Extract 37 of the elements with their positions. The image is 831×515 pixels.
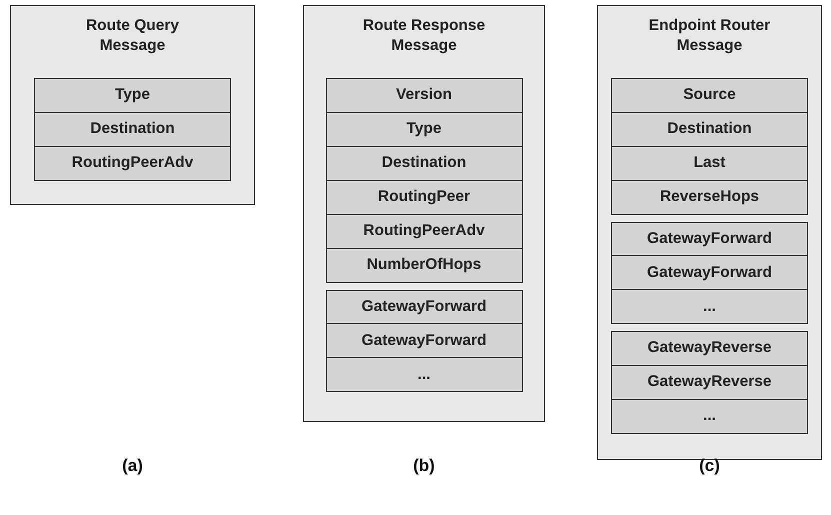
message-panel	[597, 5, 822, 460]
field-name: RoutingPeer	[378, 188, 470, 206]
field-name: RoutingPeerAdv	[363, 222, 485, 240]
field-name: ...	[703, 407, 716, 425]
panel-title: Route Query Message	[84, 16, 180, 56]
field-name: Destination	[667, 120, 752, 138]
field-group	[611, 78, 808, 214]
field-name: ReverseHops	[660, 188, 760, 206]
field-name: GatewayForward	[362, 332, 486, 350]
field-name: Source	[683, 86, 736, 104]
panel-caption: (c)	[698, 456, 721, 476]
field-group	[34, 78, 231, 180]
field-name: Type	[406, 120, 442, 138]
field-name: GatewayForward	[647, 264, 772, 282]
field-name: Last	[694, 154, 726, 172]
field-group	[611, 331, 808, 434]
field-name: GatewayForward	[647, 230, 772, 248]
message-panel	[303, 5, 545, 422]
field-name: GatewayReverse	[647, 339, 772, 358]
field-name: ...	[418, 366, 430, 384]
panel-title: Route Response Message	[362, 16, 486, 56]
panel-caption: (a)	[121, 456, 144, 476]
field-name: NumberOfHops	[366, 256, 482, 274]
field-name: Destination	[90, 120, 175, 138]
field-name: Destination	[382, 154, 466, 172]
field-name: ...	[703, 298, 716, 316]
field-group	[611, 222, 808, 324]
field-name: GatewayReverse	[647, 373, 772, 391]
panel-caption: (b)	[412, 456, 436, 476]
field-name: RoutingPeerAdv	[72, 154, 194, 172]
field-name: Version	[396, 86, 452, 104]
message-panel	[10, 5, 255, 205]
field-group	[326, 290, 522, 392]
field-name: GatewayForward	[362, 298, 486, 316]
panel-title: Endpoint Router Message	[648, 16, 772, 56]
field-name: Type	[114, 86, 150, 104]
field-group	[326, 78, 522, 282]
